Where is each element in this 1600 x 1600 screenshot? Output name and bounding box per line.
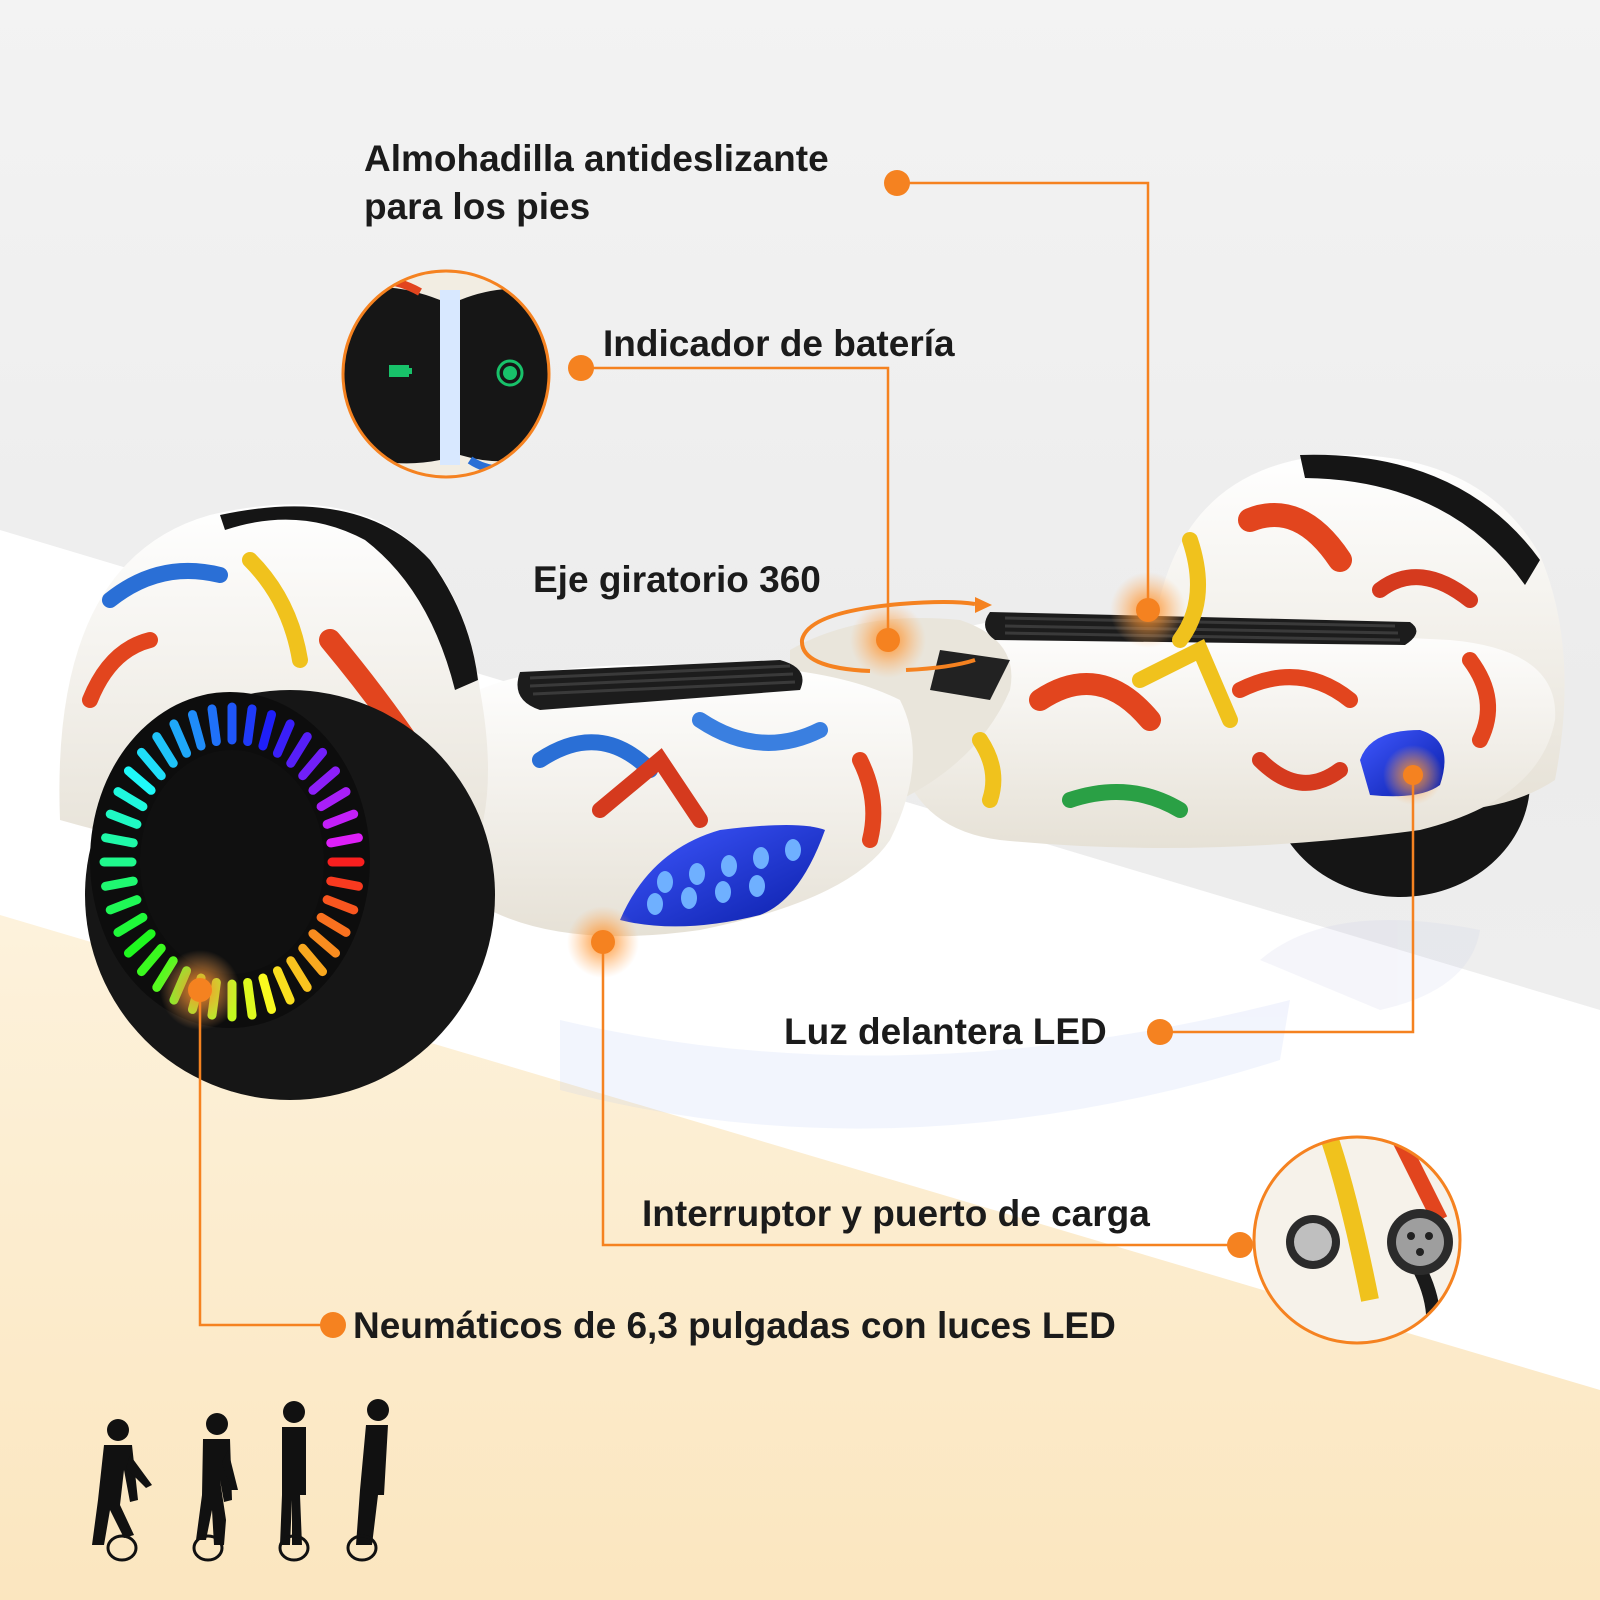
callout-lines — [198, 181, 1415, 1327]
front-fender-bumper — [220, 506, 478, 690]
rider-silhouette-group — [92, 1399, 389, 1562]
led-segment — [187, 710, 206, 751]
rear-fender-bumper — [1300, 454, 1540, 585]
led-segment — [113, 787, 148, 812]
led-segment — [105, 809, 142, 829]
led-segment — [308, 929, 341, 958]
label-foot-pad: Almohadilla antideslizante para los pies — [364, 135, 829, 231]
led-segment — [298, 747, 328, 781]
led-segment — [169, 719, 192, 758]
rotation-arrow-icon — [799, 597, 992, 673]
led-segment — [258, 710, 277, 751]
led-segment — [136, 943, 166, 977]
led-segment — [286, 732, 312, 768]
rider-silhouette-icon — [192, 1413, 238, 1562]
label-rotating-axle: Eje giratorio 360 — [533, 559, 821, 600]
led-segment — [272, 966, 295, 1005]
led-segment — [326, 876, 363, 891]
led-segment — [207, 704, 221, 747]
rider-silhouette-icon — [346, 1399, 389, 1562]
battery-led-icon — [389, 365, 409, 377]
rider-silhouette-icon — [278, 1401, 310, 1562]
led-segment — [136, 747, 166, 781]
label-foot-pad-line2: para los pies — [364, 186, 591, 227]
led-segment — [322, 895, 359, 915]
power-led-icon — [496, 359, 524, 387]
led-segment — [316, 912, 351, 937]
label-led-headlight: Luz delantera LED — [784, 1011, 1107, 1052]
charging-port-inset — [1252, 1135, 1462, 1345]
led-segment — [101, 833, 138, 848]
led-segment — [316, 787, 351, 812]
led-segment — [123, 766, 156, 795]
led-segment — [258, 973, 277, 1014]
led-segment — [152, 732, 178, 768]
wheel-led-ring — [99, 702, 365, 1022]
label-battery-indicator: Indicador de batería — [603, 323, 955, 364]
led-headlight-left — [620, 825, 825, 927]
led-segment — [113, 912, 148, 937]
hoverboard-reflection — [560, 920, 1480, 1129]
led-segment — [308, 766, 341, 795]
led-segment — [105, 895, 142, 915]
led-segment — [243, 704, 257, 747]
battery-indicator-inset — [341, 269, 551, 479]
cream-band — [0, 915, 1600, 1600]
label-switch-charge-port: Interruptor y puerto de carga — [642, 1193, 1150, 1234]
led-segment — [322, 809, 359, 829]
graffiti-pattern — [82, 503, 1496, 848]
led-segment — [326, 833, 363, 848]
label-tires-led: Neumáticos de 6,3 pulgadas con luces LED — [353, 1305, 1116, 1346]
rider-silhouette-icon — [92, 1419, 152, 1562]
label-foot-pad-line1: Almohadilla antideslizante — [364, 138, 829, 179]
led-segment — [123, 929, 156, 958]
led-segment — [243, 977, 257, 1020]
led-segment — [286, 956, 312, 992]
foot-pad-left — [517, 660, 803, 710]
led-segment — [101, 876, 138, 891]
led-segment — [272, 719, 295, 758]
led-segment — [298, 943, 328, 977]
callout-dots — [320, 170, 1253, 1338]
